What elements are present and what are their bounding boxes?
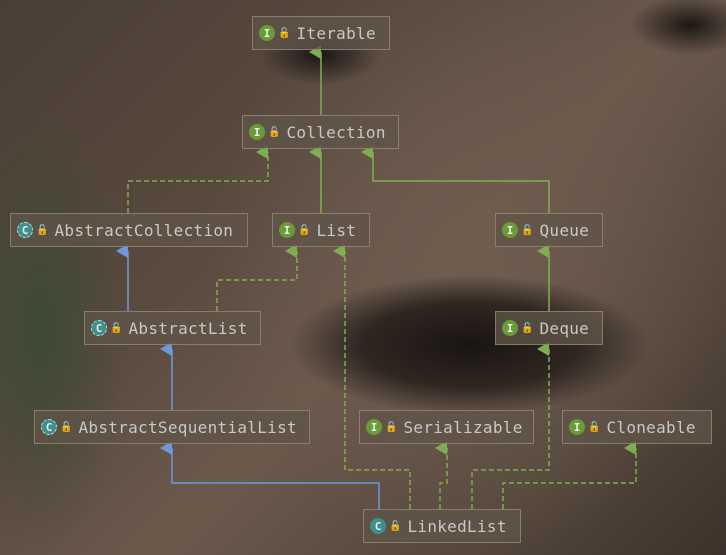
node-linked-list[interactable]: C 🔓 LinkedList xyxy=(363,509,521,543)
node-label: Deque xyxy=(539,318,590,338)
public-lock-icon: 🔓 xyxy=(278,27,291,39)
node-label: List xyxy=(316,220,357,240)
edge-linkedlist-list xyxy=(333,244,411,509)
interface-icon: I xyxy=(502,222,518,238)
node-label: AbstractSequentialList xyxy=(78,417,297,437)
interface-icon: I xyxy=(502,320,518,336)
interface-icon: I xyxy=(279,222,295,238)
node-label: AbstractCollection xyxy=(54,220,234,240)
edge-linkedlist-deque xyxy=(471,342,550,509)
edge-abstractcollection-collection xyxy=(127,145,269,213)
node-label: AbstractList xyxy=(128,318,248,338)
node-cloneable[interactable]: I 🔓 Cloneable xyxy=(562,410,712,444)
public-lock-icon: 🔓 xyxy=(268,126,281,138)
class-icon: C xyxy=(370,518,386,534)
node-deque[interactable]: I 🔓 Deque xyxy=(495,311,603,345)
public-lock-icon: 🔓 xyxy=(60,421,73,433)
edge-linkedlist-serializable xyxy=(435,441,448,509)
public-lock-icon: 🔓 xyxy=(389,520,402,532)
public-lock-icon: 🔓 xyxy=(521,224,534,236)
node-list[interactable]: I 🔓 List xyxy=(272,213,370,247)
node-label: Serializable xyxy=(403,417,523,437)
abstract-class-icon: C xyxy=(91,320,107,336)
edge-linkedlist-cloneable xyxy=(502,441,637,509)
public-lock-icon: 🔓 xyxy=(385,421,398,433)
node-abstract-sequential-list[interactable]: C 🔓 AbstractSequentialList xyxy=(34,410,310,444)
node-collection[interactable]: I 🔓 Collection xyxy=(242,115,399,149)
public-lock-icon: 🔓 xyxy=(588,421,601,433)
edge-queue-collection xyxy=(361,145,550,213)
interface-icon: I xyxy=(569,419,585,435)
interface-icon: I xyxy=(259,25,275,41)
node-label: LinkedList xyxy=(407,516,507,536)
abstract-class-icon: C xyxy=(41,419,57,435)
node-label: Iterable xyxy=(296,23,376,43)
edge-abstractlist-list xyxy=(216,244,298,311)
node-abstract-list[interactable]: C 🔓 AbstractList xyxy=(84,311,261,345)
public-lock-icon: 🔓 xyxy=(521,322,534,334)
interface-icon: I xyxy=(249,124,265,140)
interface-icon: I xyxy=(366,419,382,435)
public-lock-icon: 🔓 xyxy=(298,224,311,236)
node-label: Cloneable xyxy=(606,417,696,437)
edge-linkedlist-abstractsequentiallist xyxy=(160,441,380,509)
abstract-class-icon: C xyxy=(17,222,33,238)
node-iterable[interactable]: I 🔓 Iterable xyxy=(252,16,390,50)
node-queue[interactable]: I 🔓 Queue xyxy=(495,213,603,247)
public-lock-icon: 🔓 xyxy=(36,224,49,236)
node-serializable[interactable]: I 🔓 Serializable xyxy=(359,410,534,444)
node-abstract-collection[interactable]: C 🔓 AbstractCollection xyxy=(10,213,248,247)
node-label: Queue xyxy=(539,220,590,240)
public-lock-icon: 🔓 xyxy=(110,322,123,334)
node-label: Collection xyxy=(286,122,386,142)
